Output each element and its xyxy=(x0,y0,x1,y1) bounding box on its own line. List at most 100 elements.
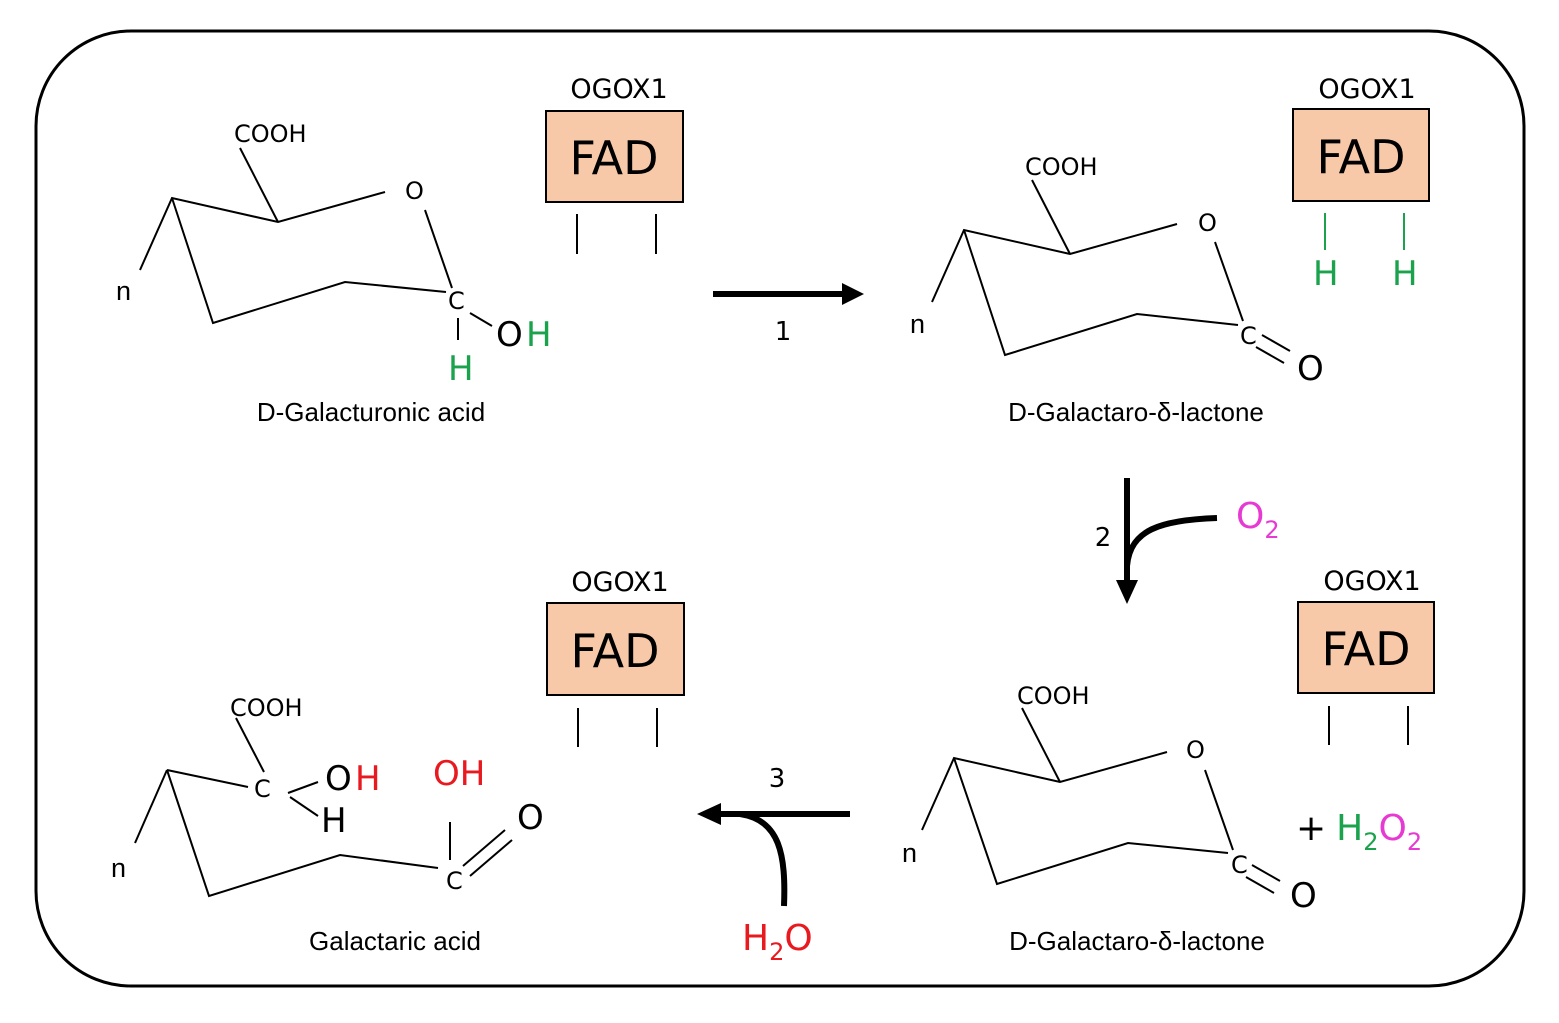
hydroxyl-o: O xyxy=(325,759,352,799)
o2-main: O xyxy=(1236,496,1264,537)
step-3-arrow: 3 H2O xyxy=(697,764,850,966)
arrow-head xyxy=(842,283,864,305)
enzyme-ogox1-4: OGOX1 FAD xyxy=(1297,566,1435,745)
ring-oxygen: O xyxy=(1186,736,1205,764)
carbonyl-bond-2 xyxy=(1245,876,1275,894)
enzyme-ogox1-1: OGOX1 FAD xyxy=(545,74,684,254)
hydroxyl-o: O xyxy=(496,315,523,355)
step-2-arrow: 2 O2 xyxy=(1095,478,1280,604)
fad-box xyxy=(1292,108,1430,202)
bond-cooh xyxy=(235,717,265,773)
ring-bonds xyxy=(921,751,1168,831)
bond-c2-o-1 xyxy=(462,829,506,867)
c-label: C xyxy=(1240,322,1257,350)
n-label: n xyxy=(902,838,917,868)
bond-cooh xyxy=(239,147,279,223)
step-1-arrow: 1 xyxy=(713,283,864,347)
hydroxyl-h: H xyxy=(526,315,552,355)
bond-o-c xyxy=(1204,769,1234,851)
h2o-sub: 2 xyxy=(769,938,784,966)
fad-label: FAD xyxy=(1321,622,1410,676)
enzyme-name: OGOX1 xyxy=(1323,566,1420,597)
o2-label: O2 xyxy=(1236,496,1280,544)
ring-bonds xyxy=(139,191,386,271)
bond-c2-o-2 xyxy=(469,839,513,877)
ring-bonds-lower xyxy=(953,757,1229,886)
o2-sub: 2 xyxy=(1264,516,1279,544)
cooh-label: COOH xyxy=(1017,682,1090,710)
h2o2-o: O xyxy=(1379,808,1407,849)
enzyme-name: OGOX1 xyxy=(570,74,667,105)
fad-box xyxy=(1297,601,1435,694)
acid-hydroxyl: OH xyxy=(433,754,485,794)
fad-hydrogen-left: H xyxy=(1313,254,1339,294)
ring-bonds-lower xyxy=(171,197,447,325)
bond-c-h xyxy=(289,796,319,817)
bond-c-oh xyxy=(287,781,319,794)
bond-o-c xyxy=(424,209,453,289)
molecule-label: D-Galactaro-δ-lactone xyxy=(1008,397,1264,427)
fad-label: FAD xyxy=(570,624,659,678)
carbonyl-bond-1 xyxy=(1261,334,1291,352)
hydroxyl-h: H xyxy=(355,759,381,799)
c1-label: C xyxy=(254,775,271,803)
acid-oxygen: O xyxy=(517,798,544,838)
bond-cooh xyxy=(1031,179,1071,255)
cooh-label: COOH xyxy=(230,694,303,722)
h2o2-o-sub: 2 xyxy=(1407,828,1422,856)
fad-label: FAD xyxy=(569,131,658,185)
c2-label: C xyxy=(446,867,463,895)
molecule-lactone-bottom: COOH O n C O D-Galactaro-δ-lactone xyxy=(902,682,1317,956)
carbonyl-oxygen: O xyxy=(1297,349,1324,389)
ring-oxygen: O xyxy=(1198,209,1217,237)
plus-sign: + xyxy=(1296,808,1326,849)
step-number: 1 xyxy=(775,317,792,347)
fad-box xyxy=(545,110,684,203)
molecule-label: D-Galacturonic acid xyxy=(257,397,485,427)
bond-o-c xyxy=(1214,241,1244,322)
h2o2-label: +H2O2 xyxy=(1296,808,1422,856)
arrow-head xyxy=(697,803,721,825)
ring-bonds xyxy=(931,223,1178,303)
chain-lower xyxy=(166,769,439,898)
bond-n xyxy=(134,769,168,844)
ring-bonds-lower xyxy=(963,229,1239,357)
h2o2-h-sub: 2 xyxy=(1363,828,1378,856)
n-label: n xyxy=(910,309,925,339)
bond-c-oh xyxy=(469,312,493,327)
molecule-label: D-Galactaro-δ-lactone xyxy=(1009,926,1265,956)
step-number: 3 xyxy=(769,764,786,794)
molecule-galacturonic-acid: COOH O n C O H H D-Galacturonic acid xyxy=(116,120,552,427)
n-label: n xyxy=(111,853,126,883)
fad-box xyxy=(546,602,685,696)
h2o-curve xyxy=(739,811,788,907)
arrow-head xyxy=(1116,580,1138,604)
ring-oxygen: O xyxy=(405,177,424,205)
h2o-o: O xyxy=(784,918,812,959)
enzyme-ogox1-3: OGOX1 FAD xyxy=(546,567,685,747)
n-label: n xyxy=(116,276,131,306)
enzyme-name: OGOX1 xyxy=(1318,74,1415,105)
diagram-frame xyxy=(34,29,1526,988)
step-number: 2 xyxy=(1095,523,1112,553)
h2o2-h: H xyxy=(1336,808,1363,849)
c-label: C xyxy=(448,287,465,315)
fad-label: FAD xyxy=(1316,130,1405,184)
enzyme-ogox1-2: OGOX1 FAD H H xyxy=(1292,74,1430,294)
molecule-lactone-top: COOH O n C O D-Galactaro-δ-lactone xyxy=(910,153,1324,427)
c-hydrogen: H xyxy=(448,349,474,389)
bond-ring-top xyxy=(166,769,249,788)
c-label: C xyxy=(1231,851,1248,879)
h2o-label: H2O xyxy=(742,918,813,966)
fad-hydrogen-right: H xyxy=(1392,254,1418,294)
molecule-label: Galactaric acid xyxy=(309,926,481,956)
carbonyl-bond-1 xyxy=(1251,864,1281,882)
cooh-label: COOH xyxy=(1025,153,1098,181)
h2o-h: H xyxy=(742,918,769,959)
enzyme-name: OGOX1 xyxy=(571,567,668,598)
c1-hydrogen: H xyxy=(321,801,347,841)
carbonyl-oxygen: O xyxy=(1290,876,1317,916)
bond-cooh xyxy=(1021,707,1061,783)
molecule-galactaric-acid: COOH n C O H H OH C O Galactaric acid xyxy=(111,694,544,956)
